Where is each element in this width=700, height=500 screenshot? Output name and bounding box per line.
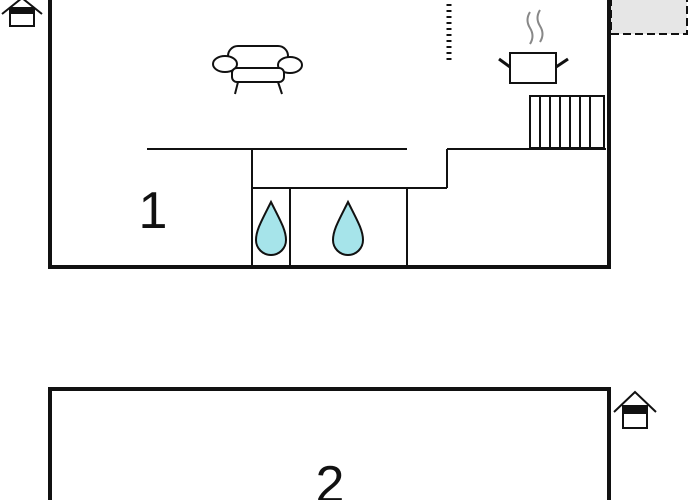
- floor-1-label: 1: [139, 182, 168, 240]
- house-entrance-icon: [1, 0, 43, 27]
- floor-2-plan: 2: [48, 387, 657, 500]
- stairs-icon: [529, 95, 605, 149]
- cooking-pot-icon: [498, 9, 569, 84]
- water-drop-icon: [331, 199, 365, 256]
- sofa-icon: [212, 45, 303, 95]
- floor-2-label: 2: [316, 456, 345, 500]
- floor-1-outer-wall: [48, 0, 611, 269]
- terrace-area: [610, 0, 688, 35]
- water-drop-icon: [254, 199, 288, 256]
- floor-1-plan: 1: [1, 0, 688, 269]
- floor-2-outer-wall: [48, 387, 611, 500]
- house-entrance-icon: [613, 390, 657, 429]
